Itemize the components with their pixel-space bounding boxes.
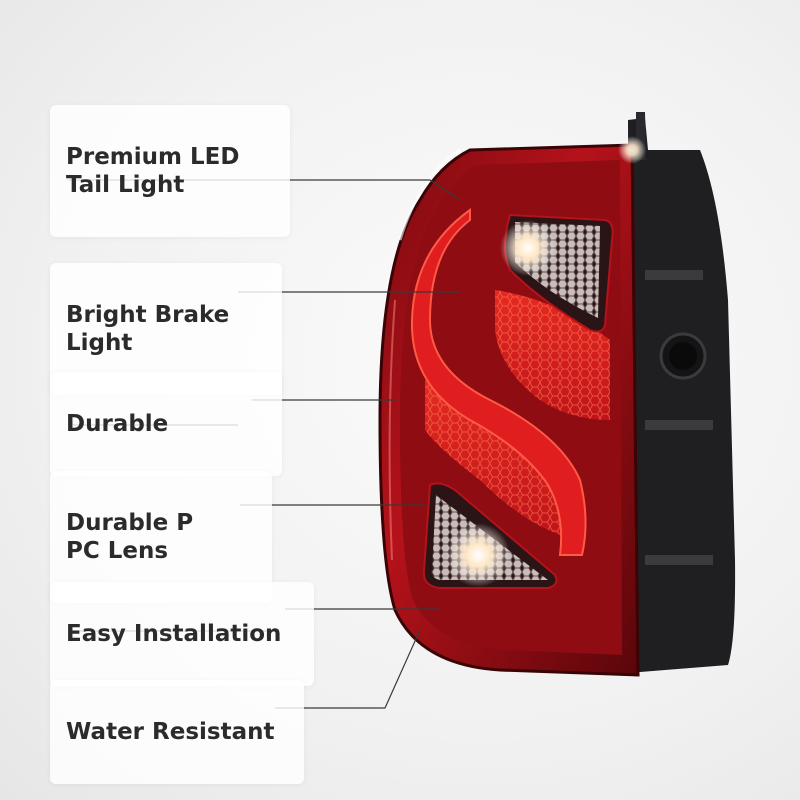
feature-label-durable: Durable [50, 372, 282, 476]
feature-label-premium-led: Premium LED Tail Light [50, 105, 290, 237]
feature-text-premium-led: Premium LED Tail Light [66, 144, 240, 198]
feature-label-easy-installation: Easy Installation [50, 582, 314, 686]
feature-label-water-resistant: Water Resistant [50, 680, 304, 784]
feature-text-easy-installation: Easy Installation [66, 621, 282, 647]
feature-text-durable: Durable [66, 411, 169, 437]
feature-text-water-resistant: Water Resistant [66, 719, 275, 745]
feature-text-brake-light: Bright Brake Light [66, 302, 230, 356]
feature-text-pc-lens: Durable P PC Lens [66, 510, 194, 564]
feature-label-pc-lens: Durable P PC Lens [50, 471, 272, 603]
